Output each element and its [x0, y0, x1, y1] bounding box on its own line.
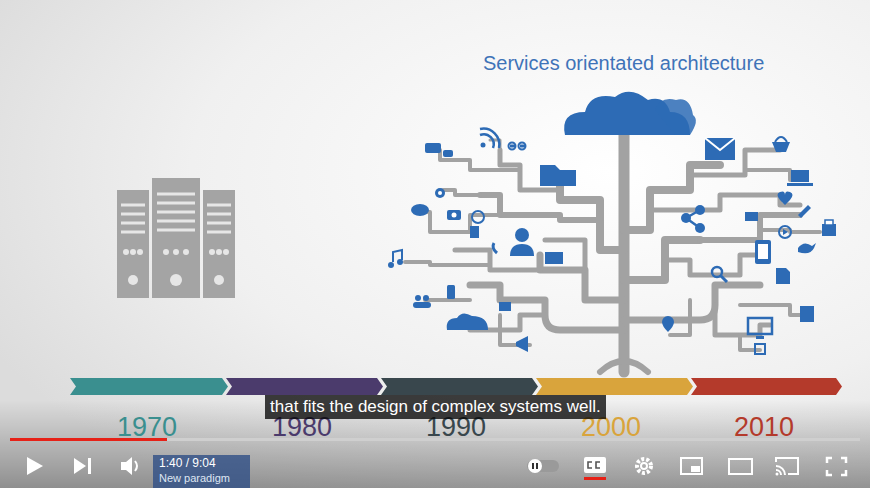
- timeline-year: 1970: [117, 412, 177, 443]
- time-display: 1:40 / 9:04: [159, 457, 216, 471]
- tree-branches: [405, 130, 820, 372]
- timeline-bar: [70, 378, 842, 395]
- server-icon: [117, 178, 235, 298]
- service-icons: [388, 92, 836, 354]
- subtitle-caption: that fits the design of complex systems …: [265, 395, 606, 419]
- slide-title: Services orientated architecture: [483, 52, 764, 75]
- timeline-year: 2010: [734, 412, 794, 443]
- chapter-tooltip: [153, 455, 250, 488]
- chapter-title: New paradigm: [159, 472, 230, 485]
- player-controls: [27, 457, 846, 480]
